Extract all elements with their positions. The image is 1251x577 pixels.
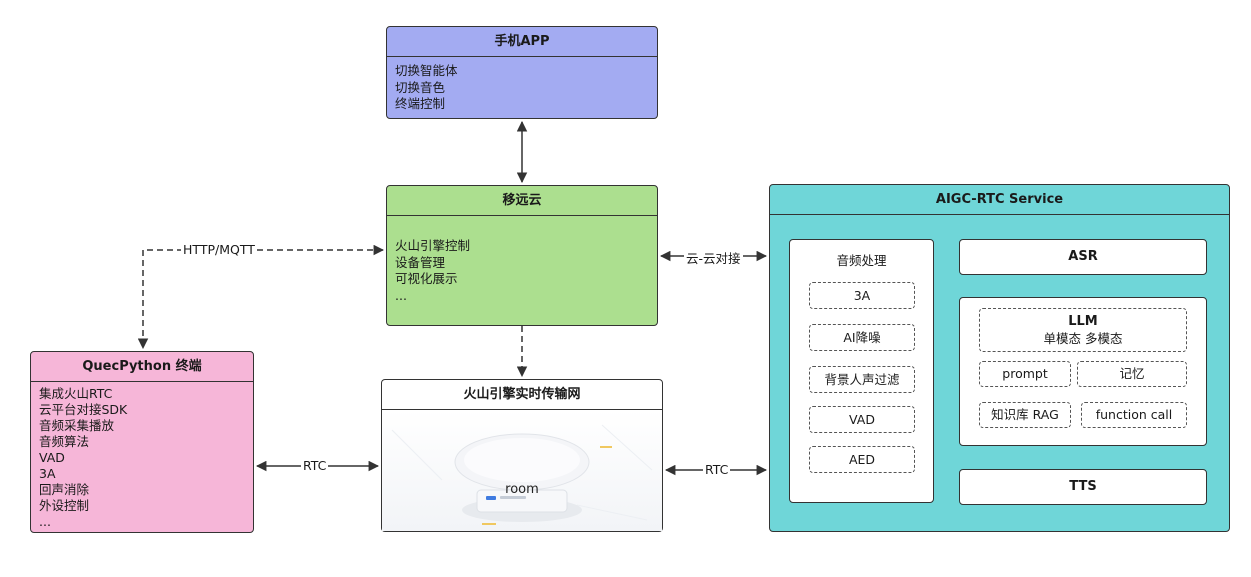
link-http-mqtt xyxy=(137,244,385,350)
room-illustration: room xyxy=(382,410,662,531)
phone-app-item: 切换音色 xyxy=(395,79,446,95)
terminal-item: VAD xyxy=(39,450,65,465)
llm-module-function-call: function call xyxy=(1081,402,1187,428)
phone-app-items: 切换智能体 切换音色 终端控制 xyxy=(387,57,657,119)
audio-module-ai-denoise: AI降噪 xyxy=(809,324,915,351)
audio-processing-box: 音频处理 3A AI降噪 背景人声过滤 VAD AED xyxy=(789,239,934,503)
terminal-title: QuecPython 终端 xyxy=(31,352,253,382)
cloud-item: 火山引擎控制 xyxy=(395,238,471,253)
tts-box: TTS xyxy=(959,469,1207,505)
llm-subtitle: 单模态 多模态 xyxy=(1043,331,1123,346)
terminal-item: 音频采集播放 xyxy=(39,418,115,433)
audio-module-vad: VAD xyxy=(809,406,915,433)
router-device-icon xyxy=(391,424,653,525)
llm-box: LLM 单模态 多模态 prompt 记忆 知识库 RAG function c… xyxy=(959,297,1207,446)
rtc-network-title: 火山引擎实时传输网 xyxy=(382,380,662,410)
phone-app-title: 手机APP xyxy=(387,27,657,57)
cloud-item: 设备管理 xyxy=(395,254,446,270)
asr-box: ASR xyxy=(959,239,1207,275)
rtc-network-box: 火山引擎实时传输网 room xyxy=(381,379,663,532)
label-cloud-to-cloud: 云-云对接 xyxy=(684,248,743,267)
audio-module-3a: 3A xyxy=(809,282,915,309)
audio-module-aed: AED xyxy=(809,446,915,473)
cloud-title: 移远云 xyxy=(387,186,657,216)
terminal-item: 回声消除 xyxy=(39,482,90,497)
label-rtc-left: RTC xyxy=(301,458,329,473)
terminal-item: 云平台对接SDK xyxy=(39,402,128,417)
llm-header: LLM 单模态 多模态 xyxy=(979,308,1187,352)
cloud-item: ... xyxy=(395,287,407,303)
phone-app-item: 终端控制 xyxy=(395,96,446,111)
llm-title: LLM xyxy=(1068,314,1098,329)
audio-module-voice-filter: 背景人声过滤 xyxy=(809,366,915,393)
room-label: room xyxy=(505,482,539,497)
llm-module-memory: 记忆 xyxy=(1077,361,1187,387)
cloud-box: 移远云 火山引擎控制 设备管理 可视化展示 ... xyxy=(386,185,658,326)
phone-app-item: 切换智能体 xyxy=(395,63,458,78)
label-http-mqtt: HTTP/MQTT xyxy=(181,242,257,257)
cloud-items: 火山引擎控制 设备管理 可视化展示 ... xyxy=(387,216,657,310)
terminal-item: 外设控制 xyxy=(39,498,90,513)
phone-app-box: 手机APP 切换智能体 切换音色 终端控制 xyxy=(386,26,658,119)
llm-module-prompt: prompt xyxy=(979,361,1071,387)
terminal-item: 集成火山RTC xyxy=(39,386,113,401)
terminal-item: ... xyxy=(39,514,51,529)
llm-module-rag: 知识库 RAG xyxy=(979,402,1071,428)
audio-processing-title: 音频处理 xyxy=(836,253,887,268)
terminal-box: QuecPython 终端 集成火山RTC 云平台对接SDK 音频采集播放 音频… xyxy=(30,351,254,533)
label-rtc-right: RTC xyxy=(703,462,731,477)
terminal-items: 集成火山RTC 云平台对接SDK 音频采集播放 音频算法 VAD 3A 回声消除… xyxy=(31,382,253,536)
aigc-title: AIGC-RTC Service xyxy=(770,185,1229,215)
terminal-item: 3A xyxy=(39,466,56,481)
cloud-item: 可视化展示 xyxy=(395,271,458,286)
terminal-item: 音频算法 xyxy=(39,434,90,449)
